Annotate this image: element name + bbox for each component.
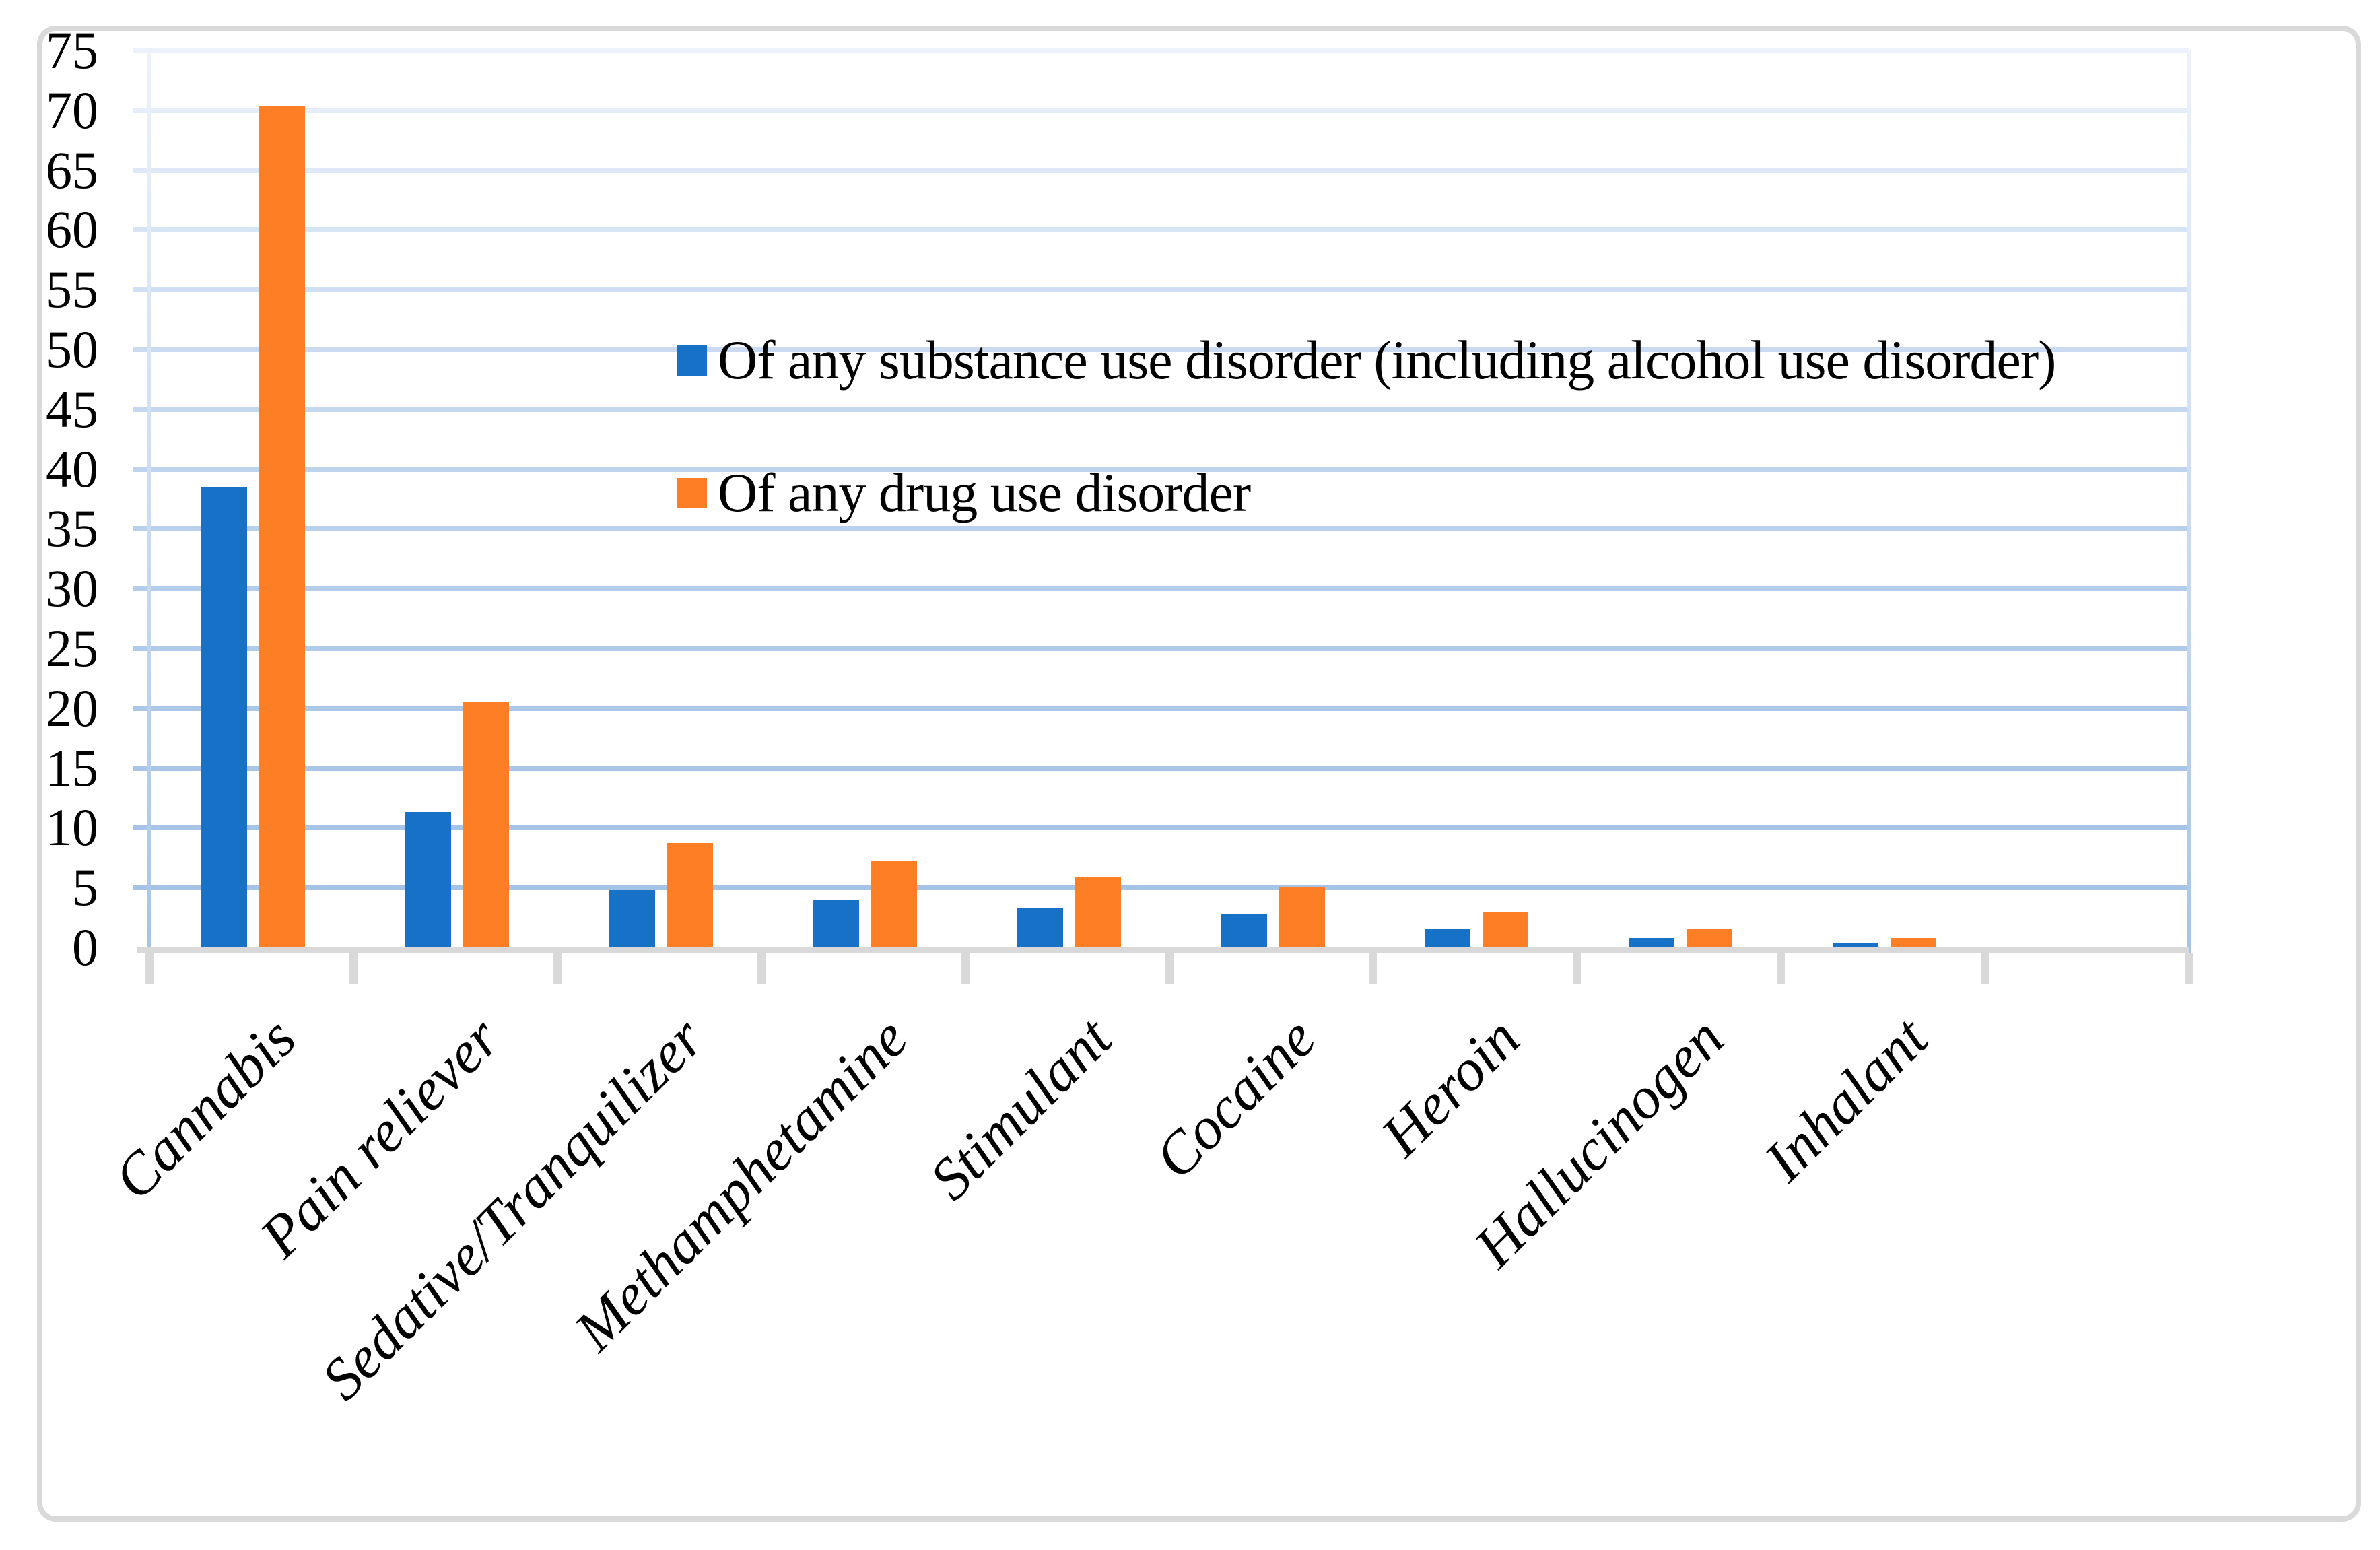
gridline-y-70: [133, 107, 2189, 113]
legend-swatch-blue-icon: [677, 345, 707, 376]
gridline-y-65: [133, 167, 2189, 173]
x-axis-tick: [145, 953, 154, 984]
gridline-y-75: [133, 48, 2189, 53]
y-axis-label-45: 45: [46, 379, 98, 438]
gridline-y-40: [133, 466, 2189, 472]
gridline-y-15: [133, 765, 2189, 771]
y-axis-label-30: 30: [46, 559, 98, 618]
y-axis-label-20: 20: [46, 678, 98, 737]
bar-orange-cannabis: [259, 106, 305, 947]
plot-right-edge-line: [2187, 50, 2191, 981]
bar-blue-cannabis: [201, 487, 247, 947]
y-axis-label-55: 55: [46, 260, 98, 319]
chart-outer-border: [37, 26, 2361, 1522]
legend-swatch-orange-icon: [677, 477, 707, 508]
x-axis-tick: [1981, 953, 1990, 984]
bar-orange-cocaine: [1279, 887, 1325, 947]
gridline-y-35: [133, 526, 2189, 532]
bar-orange-pain-reliever: [463, 702, 509, 947]
x-axis-tick: [553, 953, 562, 984]
y-axis-label-0: 0: [72, 918, 98, 976]
bar-blue-hallucinogen: [1629, 937, 1675, 947]
y-axis-line: [147, 50, 151, 981]
bar-orange-heroin: [1483, 912, 1529, 947]
bar-blue-heroin: [1425, 928, 1471, 947]
x-axis-tick: [757, 953, 766, 984]
y-axis-label-5: 5: [72, 858, 98, 917]
legend-label: Of any substance use disorder (including…: [718, 329, 2056, 391]
gridline-y-30: [133, 586, 2189, 592]
y-axis-label-70: 70: [46, 80, 98, 139]
x-axis-tick: [1165, 953, 1174, 984]
gridline-y-5: [133, 885, 2189, 891]
legend-item-substance-use-disorder: Of any substance use disorder (including…: [677, 323, 2056, 397]
bar-blue-methamphetamine: [813, 899, 859, 947]
y-axis-label-65: 65: [46, 140, 98, 199]
y-axis-label-75: 75: [46, 21, 98, 79]
bar-orange-inhalant: [1891, 937, 1937, 947]
gridline-y-45: [133, 406, 2189, 412]
bar-blue-inhalant: [1833, 942, 1879, 947]
bar-orange-stimulant: [1075, 877, 1121, 947]
y-axis-label-50: 50: [46, 320, 98, 378]
gridline-y-55: [133, 287, 2189, 293]
bar-orange-methamphetamine: [871, 861, 917, 947]
bar-orange-sedative-tranquilizer: [667, 843, 713, 947]
x-axis-line: [137, 947, 2189, 953]
legend-label: Of any drug use disorder: [718, 462, 1251, 523]
y-axis-label-25: 25: [46, 619, 98, 677]
gridline-y-50: [133, 347, 2189, 352]
x-axis-tick: [1573, 953, 1582, 984]
x-axis-tick: [349, 953, 358, 984]
y-axis-label-15: 15: [46, 738, 98, 797]
bar-blue-cocaine: [1221, 914, 1267, 947]
gridline-y-25: [133, 646, 2189, 651]
x-axis-tick: [961, 953, 970, 984]
y-axis-label-10: 10: [46, 798, 98, 857]
x-axis-tick: [1369, 953, 1378, 984]
bar-blue-stimulant: [1017, 908, 1063, 947]
y-axis-label-40: 40: [46, 439, 98, 498]
gridline-y-60: [133, 227, 2189, 233]
bar-blue-sedative-tranquilizer: [609, 889, 655, 947]
gridline-y-20: [133, 705, 2189, 711]
y-axis-label-60: 60: [46, 200, 98, 259]
x-axis-tick: [2185, 953, 2193, 984]
gridline-y-10: [133, 825, 2189, 831]
bar-orange-hallucinogen: [1687, 928, 1733, 947]
bar-blue-pain-reliever: [405, 812, 451, 947]
y-axis-label-35: 35: [46, 499, 98, 558]
x-axis-tick: [1777, 953, 1786, 984]
legend-item-drug-use-disorder: Of any drug use disorder: [677, 456, 1251, 530]
